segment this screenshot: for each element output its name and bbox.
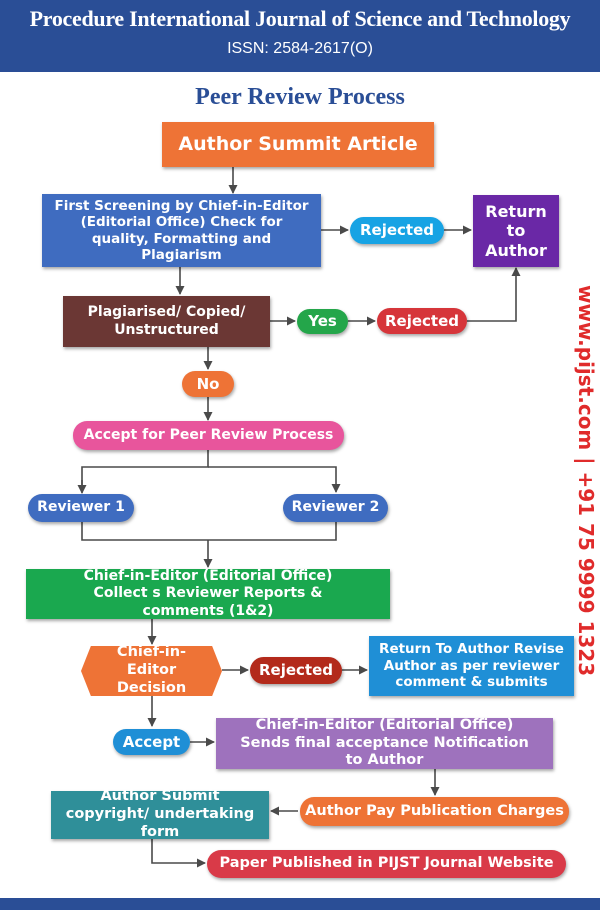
collect-reports-node: Chief-in-Editor (Editorial Office) Colle…	[26, 568, 390, 619]
final-acceptance-node: Chief-in-Editor (Editorial Office) Sends…	[216, 717, 553, 769]
return-to-author-node: Return to Author	[473, 195, 559, 267]
journal-header: Procedure International Journal of Scien…	[0, 0, 600, 72]
accept-peer-review-node: Accept for Peer Review Process	[73, 421, 344, 450]
yes-badge: Yes	[297, 309, 348, 334]
reviewer-1-node: Reviewer 1	[28, 494, 134, 522]
rejected-screening-badge: Rejected	[350, 217, 444, 244]
published-node: Paper Published in PIJST Journal Website	[207, 850, 566, 878]
author-submit-node: Author Summit Article	[162, 122, 434, 167]
no-badge: No	[182, 371, 234, 397]
rejected-decision-badge: Rejected	[250, 657, 342, 684]
contact-info: www.pijst.com | +91 75 9999 1323	[574, 285, 598, 677]
journal-name: Procedure International Journal of Scien…	[29, 6, 571, 31]
first-screening-node: First Screening by Chief-in-Editor (Edit…	[42, 194, 321, 267]
plagiarised-node: Plagiarised/ Copied/ Unstructured	[63, 296, 270, 347]
diagram-title: Peer Review Process	[195, 84, 405, 110]
return-revise-node: Return To Author Revise Author as per re…	[369, 636, 574, 696]
rejected-plagiarism-badge: Rejected	[377, 308, 467, 334]
copyright-form-node: Author Submit copyright/ undertaking for…	[51, 788, 269, 840]
accept-badge: Accept	[113, 729, 190, 755]
footer-bar	[0, 898, 600, 910]
editor-decision-node: Chief-in-Editor Decision	[81, 646, 222, 696]
journal-issn: ISSN: 2584-2617(O)	[227, 40, 373, 57]
pay-charges-node: Author Pay Publication Charges	[300, 797, 569, 826]
connector-rejected-to-return-up	[467, 267, 521, 322]
connector-accept-to-reviewers	[81, 450, 209, 492]
connector-copyright-to-published	[151, 839, 206, 868]
reviewer-2-node: Reviewer 2	[283, 494, 388, 522]
connector-reviewers-to-collect	[81, 522, 337, 541]
